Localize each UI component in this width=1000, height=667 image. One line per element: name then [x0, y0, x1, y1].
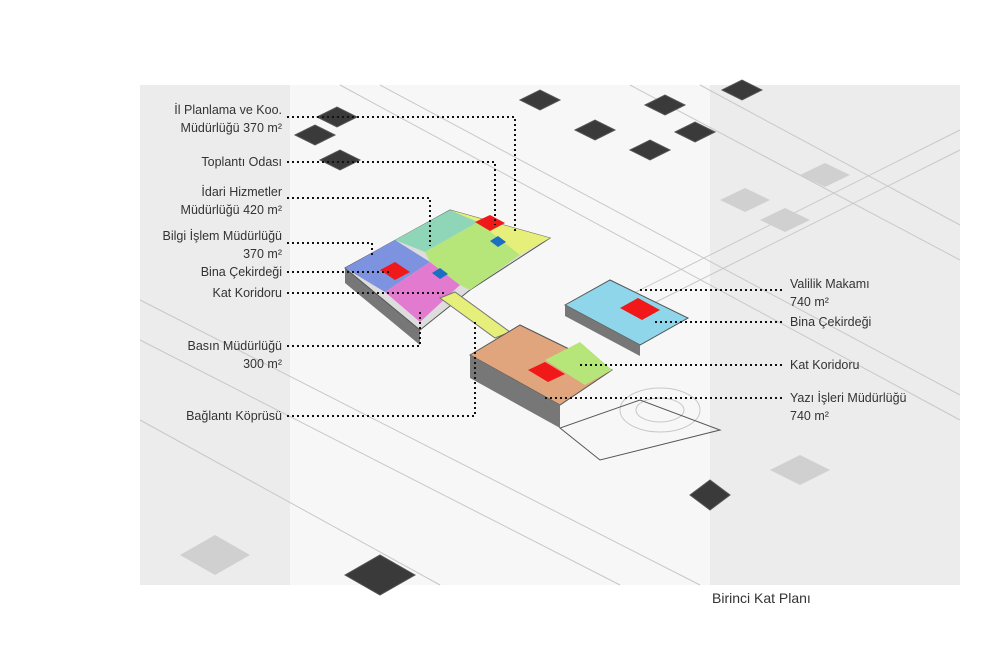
surrounding-houses [180, 79, 850, 596]
bottom-building [469, 324, 722, 461]
plan-title: Birinci Kat Planı [712, 590, 811, 606]
label-bina-cekirdegi-left: Bina Çekirdeği [200, 265, 282, 279]
leader-lines [287, 116, 785, 417]
left-building [344, 209, 552, 345]
label-bina-cekirdegi-right: Bina Çekirdeği [790, 315, 872, 329]
right-building [563, 279, 690, 356]
label-il-planlama: İl Planlama ve Koo.Müdürlüğü 370 m² [174, 103, 282, 135]
label-toplanti-odasi: Toplantı Odası [201, 155, 282, 169]
background-right-band [710, 85, 960, 585]
label-baglanti-koprusu: Bağlantı Köprüsü [186, 409, 282, 423]
label-kat-koridoru-right: Kat Koridoru [790, 358, 860, 372]
label-kat-koridoru-left: Kat Koridoru [212, 286, 282, 300]
background-left-band [140, 85, 290, 585]
